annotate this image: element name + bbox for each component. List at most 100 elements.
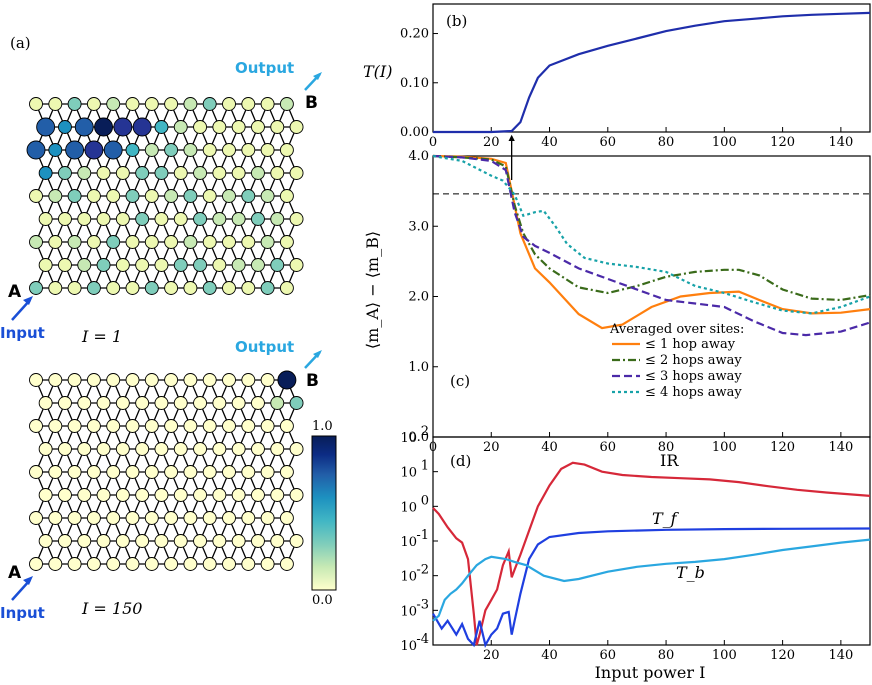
lattice-site — [173, 396, 188, 410]
lattice-site — [36, 117, 56, 137]
lattice-site — [279, 557, 294, 571]
y-tick-label: 0.10 — [400, 76, 429, 91]
lattice-site — [202, 465, 217, 479]
y-tick-label: 0.00 — [400, 125, 429, 140]
lattice-site — [260, 143, 275, 157]
lattice-site — [183, 511, 198, 525]
lattice-site — [173, 166, 188, 180]
lattice-site — [48, 189, 63, 203]
lattice-site — [96, 442, 111, 456]
lattice-site — [86, 97, 101, 111]
lattice-site — [154, 488, 169, 502]
output-arrowhead-bottom — [313, 350, 322, 358]
lattice-site — [231, 258, 246, 272]
lattice-site — [260, 97, 275, 111]
lattice-site — [279, 511, 294, 525]
lattice-site — [154, 534, 169, 548]
y-tick-label: 0.0 — [408, 430, 429, 445]
lattice-site — [106, 373, 121, 387]
lattice-site — [241, 143, 256, 157]
series-line-tf — [432, 527, 871, 648]
lattice-site — [164, 143, 179, 157]
lattice-site — [270, 488, 285, 502]
lattice-site — [86, 511, 101, 525]
lattice-site — [106, 511, 121, 525]
input-arrowhead-bottom — [23, 576, 33, 585]
lattice-site — [222, 373, 236, 387]
lattice-site — [67, 235, 82, 249]
lattice-site — [77, 258, 92, 272]
lattice-site — [202, 511, 217, 525]
lattice-site — [125, 235, 140, 249]
lattice-site — [289, 120, 304, 134]
y-tick-label: 10 — [400, 500, 417, 515]
lattice-site — [241, 557, 256, 571]
lattice-site — [135, 166, 150, 180]
lattice-site — [222, 235, 236, 249]
lattice-site — [241, 281, 256, 295]
output-label-top: Output — [235, 59, 294, 77]
x-tick-label: 80 — [658, 648, 675, 663]
lattice-site — [164, 557, 179, 571]
lattice-site — [38, 258, 53, 272]
lattice-site — [277, 370, 297, 390]
lattice-site — [125, 143, 140, 157]
lattice-site — [77, 442, 92, 456]
lattice-site — [115, 258, 130, 272]
colorbar-max-label: 1.0 — [312, 419, 333, 434]
lattice-site — [279, 235, 294, 249]
lattice-site — [48, 465, 63, 479]
lattice-site — [251, 166, 265, 180]
lattice-site — [48, 511, 63, 525]
lattice-site — [38, 442, 53, 456]
x-tick-label: 100 — [712, 648, 737, 663]
lattice-site — [144, 189, 159, 203]
y-tick-exponent: 2 — [421, 424, 429, 439]
site-b-top: B — [305, 93, 318, 113]
lattice-site — [57, 442, 72, 456]
lattice-site — [241, 373, 256, 387]
lattice-site — [202, 189, 217, 203]
lattice-site — [270, 534, 285, 548]
lattice-site — [260, 189, 275, 203]
lattice-site — [212, 166, 227, 180]
lattice-site — [74, 117, 94, 137]
lattice-site — [154, 166, 169, 180]
lattice-site — [96, 396, 111, 410]
lattice-site — [241, 465, 256, 479]
series-label-tb: T_b — [676, 563, 705, 582]
y-tick-label: 10 — [400, 639, 417, 654]
x-tick-label: 60 — [600, 440, 617, 455]
lattice-site — [86, 465, 101, 479]
y-tick-exponent: 0 — [421, 493, 429, 508]
lattice-site — [173, 212, 188, 226]
lattice-site — [270, 396, 285, 410]
y-tick-label: 4.0 — [408, 149, 429, 164]
lattice-site — [164, 189, 179, 203]
lattice-site — [270, 212, 285, 226]
x-tick-label: 60 — [600, 135, 617, 150]
lattice-site — [106, 419, 121, 433]
lattice-site — [86, 189, 101, 203]
lattice-site — [270, 166, 285, 180]
lattice-site — [202, 557, 217, 571]
lattice-site — [251, 258, 265, 272]
lattice-site — [144, 373, 159, 387]
lattice-site — [212, 534, 227, 548]
lattice-site — [212, 120, 227, 134]
lattice-site — [29, 557, 43, 571]
lattice-site — [135, 212, 150, 226]
y-axis-label: T(I) — [363, 62, 392, 81]
lattice-site — [231, 120, 246, 134]
series-line-2 — [432, 154, 871, 302]
lattice-bottom — [29, 370, 304, 571]
lattice-site — [29, 465, 43, 479]
x-tick-label: 60 — [600, 648, 617, 663]
lattice-site — [57, 396, 72, 410]
lattice-site — [154, 212, 169, 226]
series-line-transmission — [433, 11, 871, 134]
series-line-tb — [432, 538, 871, 622]
lattice-site — [115, 166, 130, 180]
lattice-site — [202, 143, 217, 157]
lattice-site — [86, 419, 101, 433]
